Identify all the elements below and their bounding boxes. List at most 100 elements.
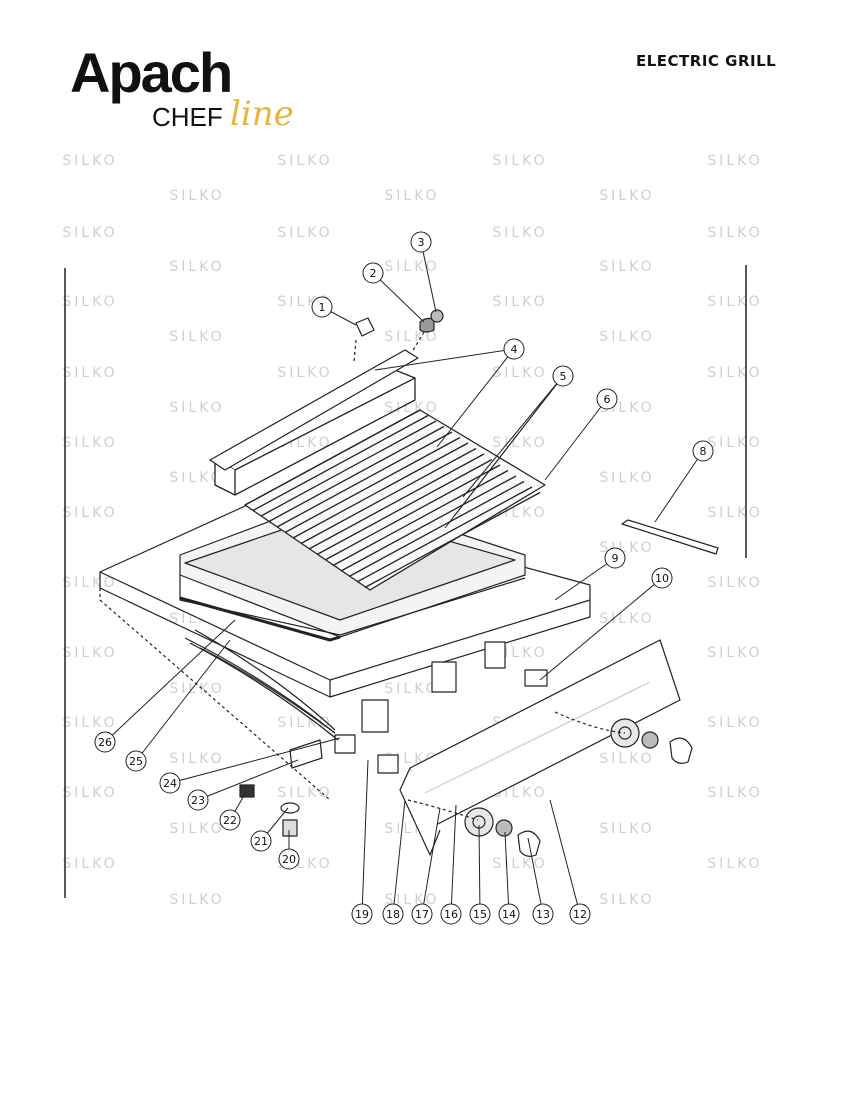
leader-line [197, 759, 299, 801]
callout-22: 22 [219, 809, 241, 831]
watermark-text: SILKO [599, 188, 654, 204]
leader-line [421, 807, 441, 915]
watermark-text: SILKO [62, 505, 117, 521]
callout-19: 19 [351, 903, 373, 925]
watermark-text: SILKO [707, 365, 762, 381]
grate-bar [260, 420, 437, 517]
callout-number: 20 [282, 853, 296, 866]
watermark-text: SILKO [707, 153, 762, 169]
brand-logo: Apach CHEF line [70, 42, 310, 142]
callout-circle [362, 262, 384, 284]
callout-circle [187, 789, 209, 811]
callout-number: 8 [700, 445, 707, 458]
callout-5: 5 [552, 365, 574, 387]
callout-number: 22 [223, 814, 237, 827]
callout-12: 12 [569, 903, 591, 925]
callout-circle [552, 365, 574, 387]
leader-line [450, 804, 457, 915]
watermark-text: SILKO [169, 188, 224, 204]
leader-line [549, 799, 581, 915]
watermark-text: SILKO [599, 751, 654, 767]
watermark-text: SILKO [707, 225, 762, 241]
callout-circle [503, 338, 525, 360]
callout-13: 13 [532, 903, 554, 925]
callout-23: 23 [187, 789, 209, 811]
callout-26: 26 [94, 731, 116, 753]
callout-21: 21 [250, 830, 272, 852]
watermark-text: SILKO [492, 294, 547, 310]
watermark-text: SILKO [62, 645, 117, 661]
watermark-text: SILKO [62, 365, 117, 381]
callout-number: 18 [386, 908, 400, 921]
callout-circle [498, 903, 520, 925]
leader-line [436, 348, 515, 448]
callout-6: 6 [596, 388, 618, 410]
watermark-text: SILKO [384, 400, 439, 416]
watermark-text: SILKO [707, 785, 762, 801]
watermark-text: SILKO [707, 294, 762, 310]
callout-circle [94, 731, 116, 753]
leader-line [104, 619, 236, 743]
callout-circle [125, 750, 147, 772]
callout-circle [410, 231, 432, 253]
callout-circle [596, 388, 618, 410]
grate-bar [276, 431, 453, 528]
callout-number: 1 [319, 301, 326, 314]
leader-line [554, 557, 616, 601]
leader-line [654, 450, 704, 523]
grate-bar [244, 409, 421, 506]
leader-line [374, 348, 515, 371]
watermark-text: SILKO [384, 681, 439, 697]
callout-number: 13 [536, 908, 550, 921]
grate-bar [252, 414, 429, 512]
watermark-text: SILKO [599, 329, 654, 345]
callout-9: 9 [604, 547, 626, 569]
callout-number: 23 [191, 794, 205, 807]
callout-14: 14 [498, 903, 520, 925]
watermark-text: SILKO [707, 505, 762, 521]
leader-line [544, 398, 608, 481]
callout-8: 8 [692, 440, 714, 462]
watermark-text: SILKO [277, 153, 332, 169]
callout-1: 1 [311, 296, 333, 318]
callout-24: 24 [159, 772, 181, 794]
logo-wordmark: Apach [70, 41, 233, 104]
callout-number: 21 [254, 835, 268, 848]
callout-circle [469, 903, 491, 925]
side-strip [621, 519, 719, 555]
watermark-text: SILKO [492, 225, 547, 241]
callout-number: 10 [655, 572, 669, 585]
callout-4: 4 [503, 338, 525, 360]
watermark-text: SILKO [169, 259, 224, 275]
watermark-text: SILKO [707, 645, 762, 661]
watermark-text: SILKO [62, 785, 117, 801]
callout-number: 6 [604, 393, 611, 406]
watermark-text: SILKO [62, 225, 117, 241]
leader-line [169, 737, 341, 784]
grate-bar [348, 480, 525, 578]
callout-number: 16 [444, 908, 458, 921]
callout-20: 20 [278, 848, 300, 870]
watermark-text: SILKO [707, 856, 762, 872]
leader-line [504, 831, 510, 915]
watermark-text: SILKO [169, 400, 224, 416]
callout-circle [604, 547, 626, 569]
grate-bar [324, 464, 501, 561]
watermark-text: SILKO [599, 611, 654, 627]
callout-number: 26 [98, 736, 112, 749]
watermark-layer: SILKO SILKO SILKO SILKO SILKO SILKO SILKO SILKO… [62, 153, 762, 908]
leader-line [392, 799, 406, 915]
callout-number: 25 [129, 755, 143, 768]
watermark-text: SILKO [169, 681, 224, 697]
watermark-text: SILKO [707, 435, 762, 451]
watermark-text: SILKO [169, 892, 224, 908]
callout-circle [351, 903, 373, 925]
watermark-text: SILKO [277, 225, 332, 241]
watermark-text: SILKO [62, 435, 117, 451]
leader-line [444, 375, 564, 529]
leader-line [135, 639, 231, 762]
callout-number: 14 [502, 908, 516, 921]
grate-bar [316, 458, 493, 556]
leader-line [372, 272, 425, 323]
grate-bar [284, 436, 461, 534]
